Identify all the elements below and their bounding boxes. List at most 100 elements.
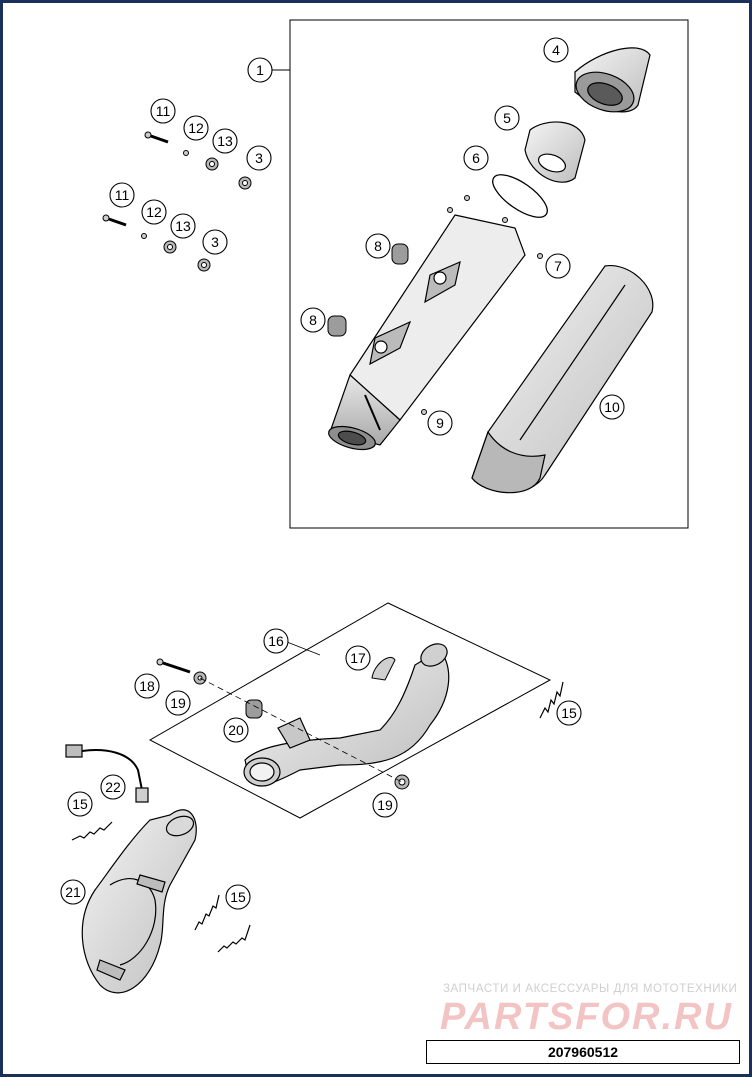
callout-19: 19 — [165, 690, 191, 716]
callout-number: 13 — [217, 133, 233, 149]
callout-21: 21 — [60, 879, 86, 905]
end-cap — [574, 47, 651, 113]
callout-22: 22 — [100, 774, 126, 800]
callout-number: 13 — [175, 218, 191, 234]
callout-circle — [247, 57, 273, 83]
callout-circle — [67, 791, 93, 817]
callout-circle — [463, 145, 489, 171]
callout-11: 11 — [109, 182, 135, 208]
callout-circle — [246, 145, 272, 171]
callout-number: 22 — [105, 779, 121, 795]
callout-circle — [165, 690, 191, 716]
callout-number: 12 — [146, 204, 162, 220]
callout-number: 11 — [115, 187, 130, 203]
callout-19: 19 — [372, 792, 398, 818]
callout-circle — [170, 213, 196, 239]
callout-circle — [345, 645, 371, 671]
callout-number: 16 — [268, 633, 284, 649]
leader-lines — [272, 69, 321, 656]
lambda-sensor — [65, 744, 149, 803]
callout-15: 15 — [225, 884, 251, 910]
fastener-manifold — [156, 658, 410, 790]
spring — [71, 681, 564, 953]
callout-number: 7 — [554, 258, 562, 274]
callout-8: 8 — [300, 307, 326, 333]
callout-18: 18 — [134, 673, 160, 699]
callout-17: 17 — [345, 645, 371, 671]
callout-circle — [494, 105, 520, 131]
callout-13: 13 — [212, 128, 238, 154]
callout-circle — [141, 199, 167, 225]
callout-6: 6 — [463, 145, 489, 171]
callout-circle — [599, 394, 625, 420]
callout-3: 3 — [202, 229, 228, 255]
callout-number: 4 — [552, 42, 560, 58]
callout-3: 3 — [246, 145, 272, 171]
callout-circle — [263, 628, 289, 654]
inner-cone — [524, 121, 586, 183]
seal-ring — [492, 174, 548, 218]
callout-circle — [545, 253, 571, 279]
callout-5: 5 — [494, 105, 520, 131]
callout-circle — [225, 884, 251, 910]
screw-9 — [421, 409, 427, 415]
diagram-code: 207960512 — [426, 1040, 740, 1064]
callout-number: 17 — [350, 650, 366, 666]
callout-number: 15 — [72, 796, 88, 812]
fastener-set-upper — [144, 131, 252, 190]
callout-number: 5 — [503, 110, 511, 126]
callout-number: 9 — [436, 415, 444, 431]
clamp-17 — [371, 656, 396, 681]
fastener-set-lower — [102, 214, 211, 272]
callout-1: 1 — [247, 57, 273, 83]
silencer-group-box — [289, 19, 689, 529]
callout-number: 15 — [561, 705, 577, 721]
callout-circle — [427, 410, 453, 436]
callout-labels: 1 4 5 6 7 8 8 9 10 11 12 13 3 11 12 13 3 16 17 18 19 20 19 15 22… — [60, 37, 625, 910]
callout-number: 8 — [374, 238, 382, 254]
callout-circle — [150, 98, 176, 124]
callout-circle — [365, 233, 391, 259]
callout-number: 18 — [139, 678, 155, 694]
callout-12: 12 — [183, 115, 209, 141]
callout-circle — [109, 182, 135, 208]
callout-4: 4 — [543, 37, 569, 63]
callout-circle — [100, 774, 126, 800]
callout-number: 3 — [255, 150, 263, 166]
callout-circle — [543, 37, 569, 63]
watermark-logo: PARTSFOR.RU — [440, 996, 733, 1038]
rubber-bushing — [327, 243, 409, 337]
callout-circle — [60, 879, 86, 905]
callout-circle — [183, 115, 209, 141]
callout-number: 10 — [604, 399, 620, 415]
callout-number: 15 — [230, 889, 246, 905]
callout-circle — [556, 700, 582, 726]
callout-number: 8 — [309, 312, 317, 328]
callout-number: 1 — [256, 62, 264, 78]
header-pipe — [81, 809, 197, 994]
callout-number: 3 — [211, 234, 219, 250]
callout-11: 11 — [150, 98, 176, 124]
connecting-pipe — [243, 643, 450, 787]
callout-number: 11 — [156, 103, 171, 119]
callout-number: 21 — [65, 884, 81, 900]
silencer-body — [328, 214, 526, 451]
callout-number: 19 — [377, 797, 393, 813]
callout-circle — [212, 128, 238, 154]
callout-number: 19 — [170, 695, 186, 711]
callout-10: 10 — [599, 394, 625, 420]
callout-number: 20 — [228, 722, 244, 738]
callout-circle — [372, 792, 398, 818]
callout-12: 12 — [141, 199, 167, 225]
callout-15: 15 — [556, 700, 582, 726]
silencer-sleeve — [471, 265, 654, 494]
callout-8: 8 — [365, 233, 391, 259]
manifold-group-box — [148, 602, 552, 819]
callout-circle — [134, 673, 160, 699]
callout-13: 13 — [170, 213, 196, 239]
callout-circle — [202, 229, 228, 255]
callout-16: 16 — [263, 628, 289, 654]
callout-20: 20 — [223, 717, 249, 743]
callout-9: 9 — [427, 410, 453, 436]
